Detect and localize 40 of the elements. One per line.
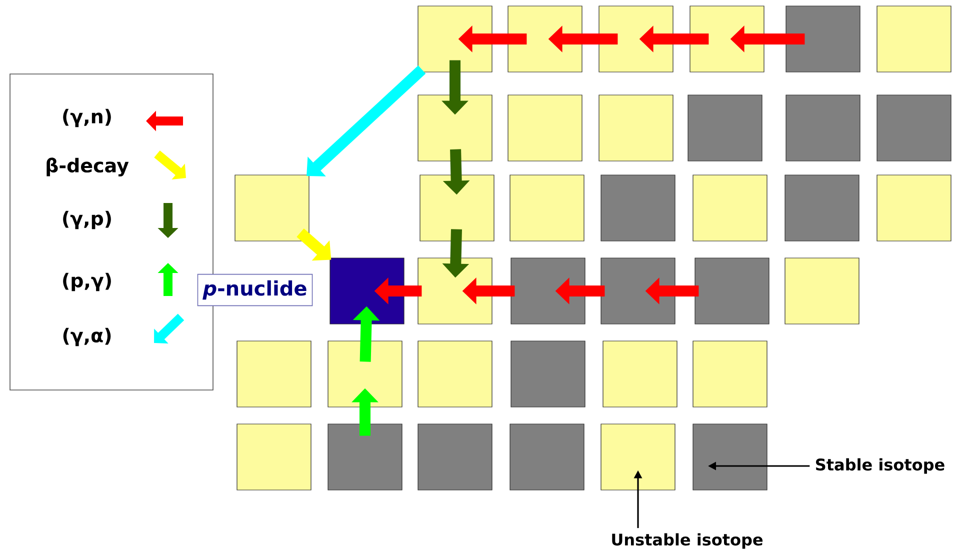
nuclide-label: p-nuclide — [197, 274, 313, 306]
isotope-square — [688, 94, 762, 162]
isotope-square — [510, 340, 586, 408]
isotope-square — [602, 340, 678, 408]
isotope-square — [692, 340, 768, 408]
isotope-square — [784, 174, 860, 242]
isotope-square — [600, 174, 676, 242]
isotope-square — [328, 340, 402, 408]
isotope-square — [510, 258, 586, 324]
isotope-square — [600, 258, 676, 324]
isotope-square — [692, 424, 768, 490]
isotope-square — [510, 424, 584, 490]
isotope-square — [328, 424, 402, 490]
isotope-square — [692, 174, 768, 242]
isotope-square — [508, 94, 582, 162]
isotope-square — [784, 258, 860, 324]
isotope-square — [598, 94, 674, 162]
text-label: Unstable isotope — [612, 533, 763, 549]
text-label: Stable isotope — [816, 458, 944, 474]
isotope-square — [786, 6, 860, 72]
isotope-square — [418, 94, 492, 162]
reaction-arrow — [306, 66, 426, 176]
isotope-square — [600, 424, 676, 490]
legend-text: (γ,n) — [63, 108, 111, 128]
isotope-square — [236, 424, 312, 490]
isotope-square — [876, 174, 952, 242]
isotope-square — [418, 340, 492, 408]
isotope-square — [420, 174, 494, 242]
isotope-square — [418, 424, 492, 490]
isotope-square — [694, 258, 770, 324]
legend-text: β-decay — [46, 158, 129, 176]
legend-text: (p,γ) — [63, 272, 111, 292]
isotope-square — [234, 174, 310, 242]
isotope-square — [876, 6, 952, 72]
legend-text: (γ,p) — [63, 210, 111, 230]
isotope-square — [510, 174, 584, 242]
isotope-square — [236, 340, 312, 408]
isotope-square — [786, 94, 860, 162]
isotope-square — [876, 94, 952, 162]
legend-text: (γ,α) — [63, 328, 111, 346]
